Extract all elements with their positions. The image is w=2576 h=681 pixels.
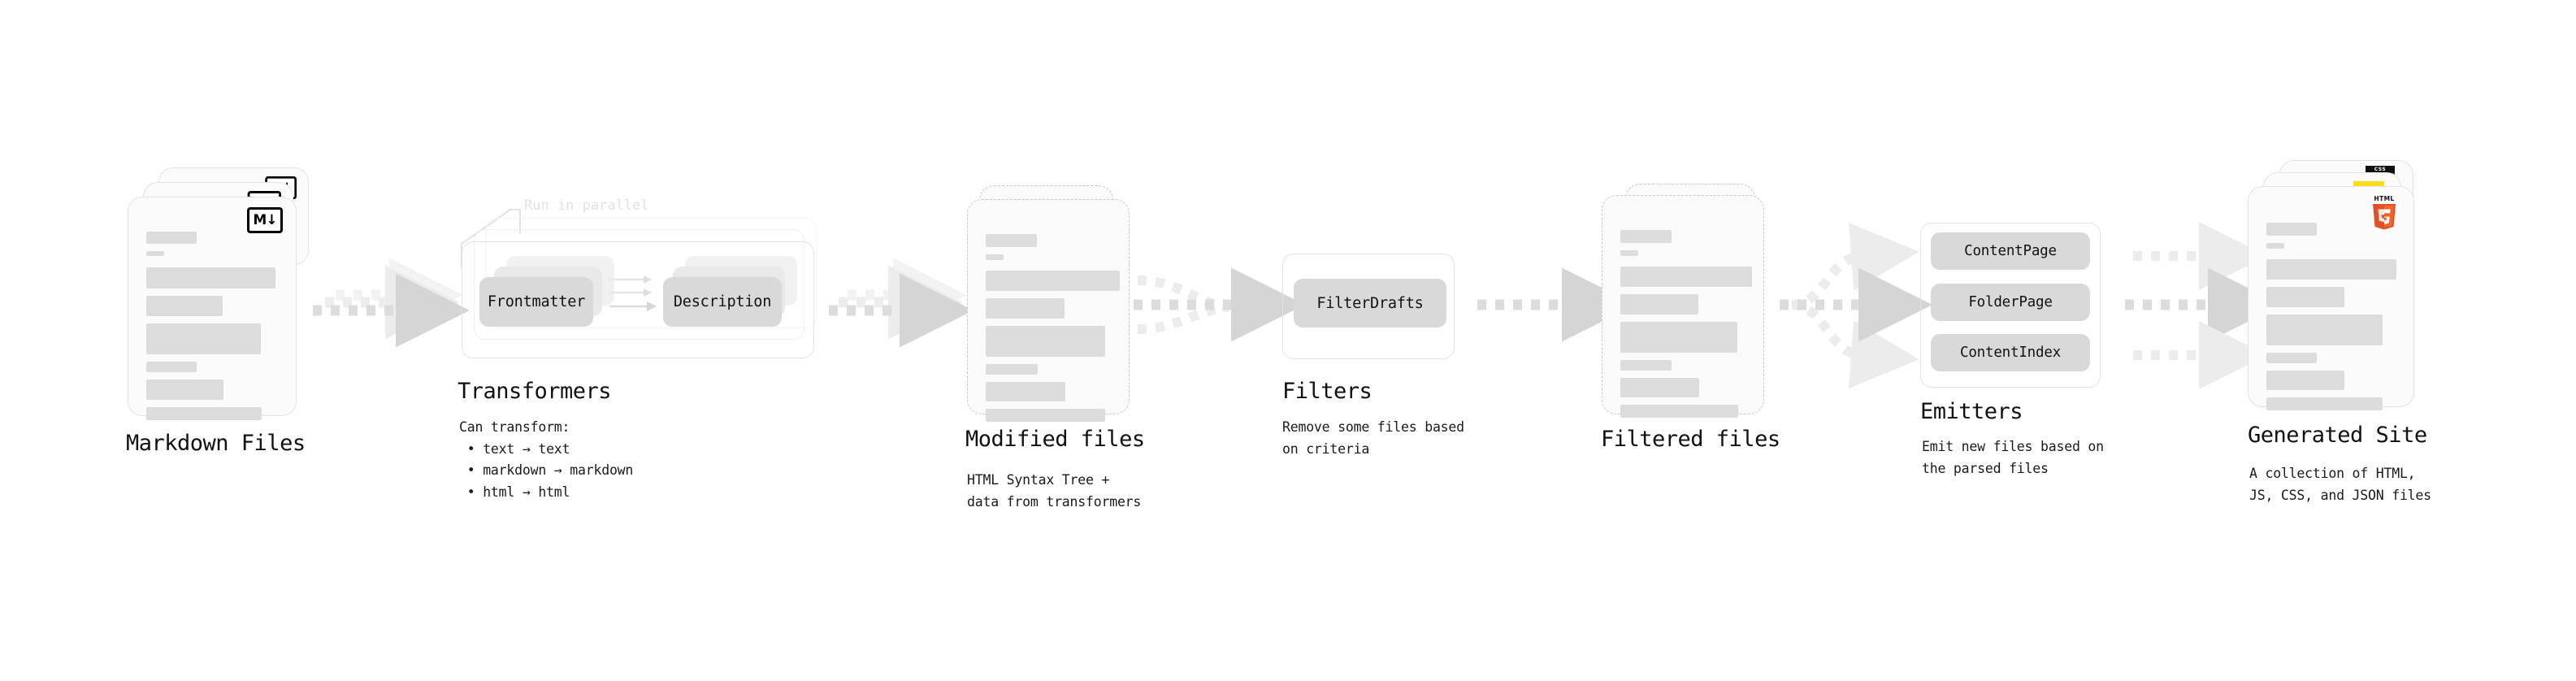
emitter-pill-contentindex[interactable]: ContentIndex [1931,334,2090,371]
content-bar [146,251,164,256]
html5-icon: HTML [2368,193,2400,231]
content-bar [2266,397,2383,410]
content-bar [1620,322,1737,353]
connector-transformers-to-modified [829,258,974,348]
stage-title-transformers: Transformers [458,379,612,404]
content-bar [2266,353,2317,363]
emitter-pill-label: FolderPage [1968,294,2053,310]
content-bar [146,407,262,420]
content-bar [146,296,223,316]
content-bar [986,234,1037,247]
run-in-parallel-label: Run in parallel [524,197,649,214]
filtered-card-front [1602,195,1764,418]
markdown-card-front: M↓ [128,197,297,420]
card-content [968,200,1129,422]
content-bar [986,409,1105,422]
stage-title-modified-files: Modified files [965,427,1145,452]
filter-pill-label: FilterDrafts [1316,294,1424,312]
connector-emitters-to-site [2125,222,2282,389]
content-bar [1620,360,1672,371]
content-bar [2266,371,2344,390]
emitter-pill-folderpage[interactable]: FolderPage [1931,284,2090,321]
stage-desc-filters: Remove some files based on criteria [1282,419,1464,457]
stage-desc-emitters: Emit new files based on the parsed files [1922,439,2104,476]
stage-title-filtered-files: Filtered files [1601,427,1780,452]
transformer-pill-label: Description [673,293,772,310]
filter-pill-filterdrafts[interactable]: FilterDrafts [1294,279,1446,327]
content-bar [986,254,1004,260]
connector-modified-to-filters [1134,267,1305,342]
content-bar [146,232,197,244]
emitter-pill-contentpage[interactable]: ContentPage [1931,232,2090,270]
content-bar [986,298,1065,319]
content-bar [1620,405,1738,418]
stage-desc-generated-site: A collection of HTML, JS, CSS, and JSON … [2249,466,2431,503]
content-bar [146,267,275,288]
content-bar [146,380,223,400]
emitter-pill-label: ContentPage [1964,243,2057,259]
markdown-icon: M↓ [247,207,283,233]
transformer-pill-description[interactable]: Description [663,277,782,327]
content-bar [986,326,1105,357]
emitter-pill-label: ContentIndex [1959,345,2062,361]
connector-filtered-to-emitters [1780,223,1932,388]
card-content [128,197,296,420]
transformers-group-ghost-mid [474,229,804,340]
content-bar [146,362,197,372]
content-bar [2266,287,2344,307]
site-card-front: HTML [2248,186,2414,410]
content-bar [2266,243,2284,249]
content-bar [2266,223,2317,236]
transformer-internal-arrows [609,275,657,311]
css3-icon-label: CSS [2366,166,2395,173]
stage-title-markdown-files: Markdown Files [126,431,306,456]
content-bar [2266,314,2383,345]
content-bar [986,382,1065,401]
content-bar [1620,250,1638,256]
stage-desc-transformers: Can transform: • text → text • markdown … [459,419,634,501]
stage-title-filters: Filters [1282,379,1373,404]
content-bar [2266,259,2396,280]
emitters-group [1920,223,2101,388]
transformer-pill-frontmatter[interactable]: Frontmatter [479,277,593,327]
stage-title-generated-site: Generated Site [2248,423,2427,448]
content-bar [146,323,261,354]
stage-title-emitters: Emitters [1920,399,2023,424]
stage-desc-modified-files: HTML Syntax Tree + data from transformer… [967,472,1142,510]
transformer-pill-label: Frontmatter [487,293,586,310]
content-bar [986,271,1120,291]
connector-markdown-to-transformers [313,258,470,348]
content-bar [1620,267,1752,287]
content-bar [1620,230,1672,243]
filters-group [1282,254,1455,359]
svg-text:HTML: HTML [2374,195,2394,202]
content-bar [1620,378,1699,397]
content-bar [1620,294,1698,314]
modified-card-front [967,199,1130,422]
transformers-group-ghost-back [486,218,817,328]
content-bar [986,364,1038,375]
transformers-group [462,241,814,358]
card-content [1602,196,1763,418]
